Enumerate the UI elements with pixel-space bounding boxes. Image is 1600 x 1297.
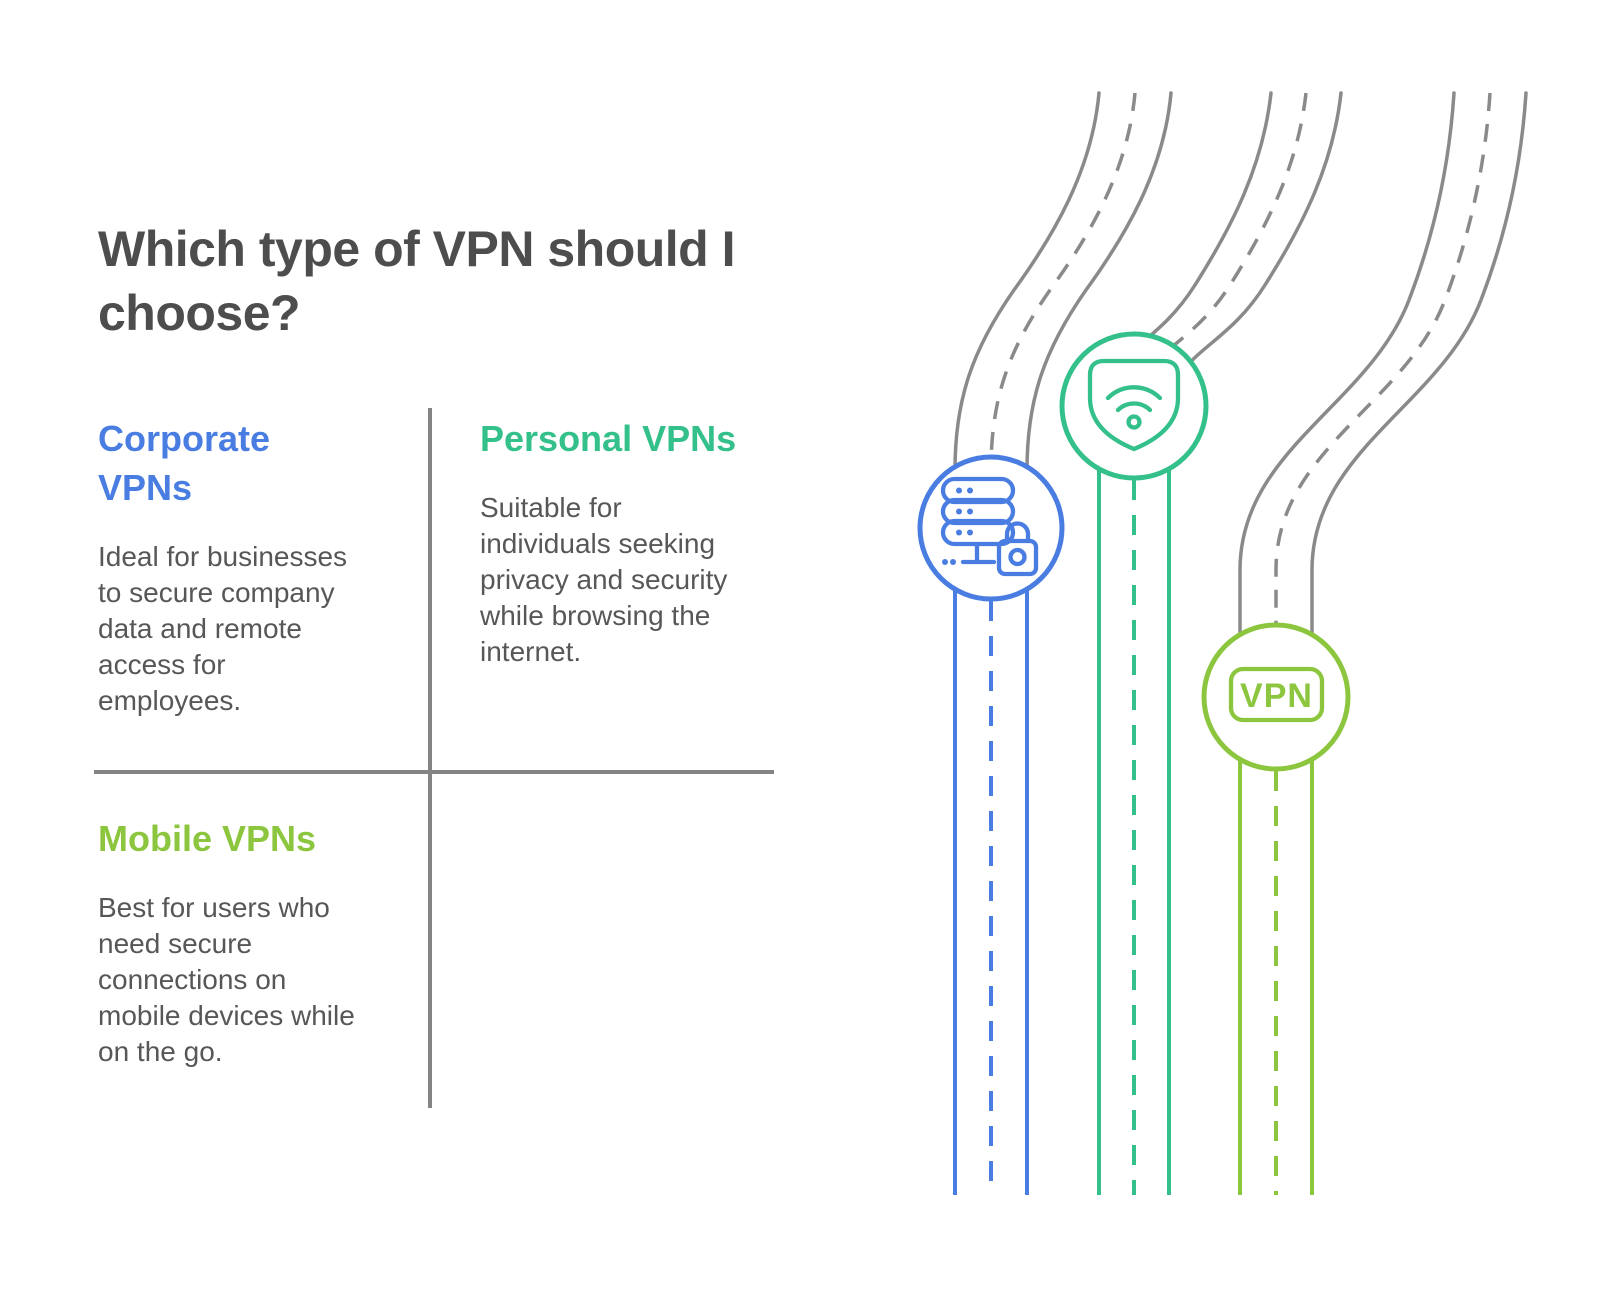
corporate-heading: Corporate VPNs xyxy=(98,418,271,508)
server-led-dots xyxy=(942,487,973,565)
gray-road-corporate xyxy=(953,91,1173,530)
blue-road-continuation xyxy=(953,528,1029,1195)
personal-heading: Personal VPNs xyxy=(480,418,737,459)
personal-description: Suitable for individuals seeking privacy… xyxy=(480,492,728,667)
vertical-divider xyxy=(428,408,432,1108)
section-personal-vpns: Personal VPNs Suitable for individuals s… xyxy=(480,414,780,670)
page-title: Which type of VPN should I choose? xyxy=(98,221,736,341)
section-mobile-vpns: Mobile VPNs Best for users who need secu… xyxy=(98,814,428,1070)
mobile-description: Best for users who need secure connectio… xyxy=(98,892,355,1067)
section-corporate-vpns: Corporate VPNs Ideal for businesses to s… xyxy=(98,414,408,719)
vpn-badge-icon: VPN xyxy=(1228,666,1325,723)
horizontal-divider xyxy=(94,770,774,774)
vpn-badge-label: VPN xyxy=(1240,677,1313,715)
personal-node-circle xyxy=(1059,331,1209,481)
mobile-node-circle xyxy=(1201,622,1351,772)
gray-road-mobile xyxy=(1238,91,1528,699)
shield-wifi-icon xyxy=(1087,358,1181,452)
green-road-continuation xyxy=(1097,406,1171,1195)
server-lock-icon xyxy=(940,476,1039,577)
mobile-heading: Mobile VPNs xyxy=(98,818,317,859)
corporate-description: Ideal for businesses to secure company d… xyxy=(98,541,348,716)
lime-road-continuation xyxy=(1238,697,1314,1195)
